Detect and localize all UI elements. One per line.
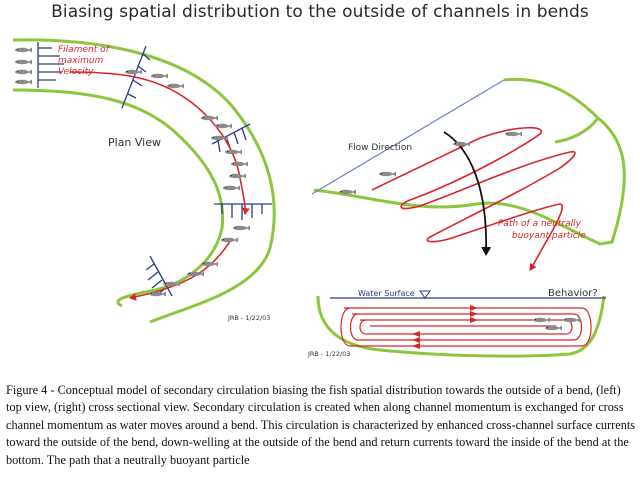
flow-direction-arrow	[443, 131, 492, 256]
circulation-arrowheads	[412, 305, 478, 349]
behavior-label: Behavior?	[548, 288, 598, 299]
surface-fish	[339, 131, 522, 195]
upper-channel-bank	[313, 115, 626, 246]
outer-bank	[12, 38, 276, 324]
signature-right: JRB - 1/22/03	[307, 350, 350, 358]
flow-direction-label: Flow Direction	[348, 143, 412, 153]
particle-path-label: Path of a neutrally buoyant particle	[498, 219, 586, 241]
velocity-profile-vectors	[37, 42, 272, 297]
plan-view: Filament of maximum Velocity Plan View J…	[12, 38, 276, 324]
signature-left: JRB - 1/22/03	[227, 314, 270, 322]
surface-perspective-line	[311, 79, 505, 195]
particle-path	[371, 126, 576, 271]
secondary-circulation-diagram: Filament of maximum Velocity Plan View J…	[12, 38, 626, 358]
plan-view-fish	[15, 47, 250, 297]
diagram-title: Biasing spatial distribution to the outs…	[51, 2, 589, 22]
filament-label: Filament of maximum Velocity	[58, 45, 112, 77]
water-surface-symbol	[419, 290, 431, 299]
plan-view-label: Plan View	[108, 136, 161, 149]
cross-section-view: Flow Direction Path of a neutrally buoya…	[307, 77, 626, 358]
cross-section-bed	[316, 295, 606, 358]
figure-caption: Figure 4 - Conceptual model of secondary…	[6, 383, 636, 467]
water-surface-label: Water Surface	[358, 289, 415, 298]
